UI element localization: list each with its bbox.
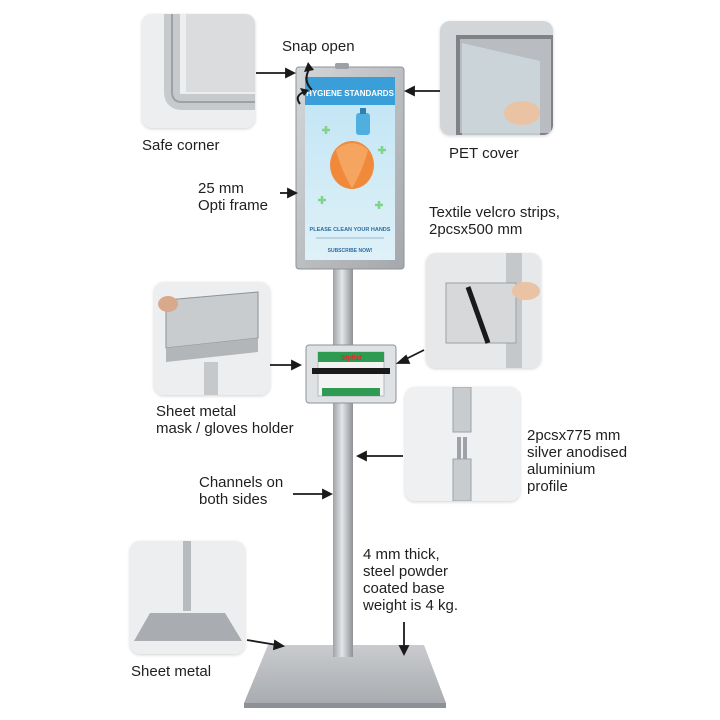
velcro-thumbnail: [426, 253, 541, 368]
safe-corner-label: Safe corner: [142, 137, 220, 154]
poster-title: HYGIENE STANDARDS: [306, 89, 395, 98]
sheet-holder-label: Sheet metal mask / gloves holder: [156, 403, 294, 437]
holder-brand: Stylist: [340, 355, 362, 362]
stand-base: [244, 645, 446, 703]
sheet-metal-label: Sheet metal: [131, 663, 212, 680]
poster-footer: SUBSCRIBE NOW!: [328, 248, 373, 254]
profile-thumbnail: [405, 387, 520, 501]
base-thumbnail: [130, 541, 245, 654]
callout-arrows: [246, 67, 440, 657]
channels-label: Channels on both sides: [199, 474, 284, 508]
safe-corner-thumbnail: [142, 14, 255, 128]
stand-pole: [333, 262, 353, 657]
profile-label: 2pcsx775 mm silver anodised aluminium pr…: [527, 427, 628, 495]
pet-cover-label: PET cover: [449, 145, 519, 162]
pet-cover-thumbnail: [440, 21, 553, 135]
velcro-label: Textile velcro strips, 2pcsx500 mm: [429, 204, 560, 238]
sheet-holder-thumbnail: [154, 282, 270, 395]
base-label: 4 mm thick, steel powder coated base wei…: [363, 546, 459, 614]
poster-message: PLEASE CLEAN YOUR HANDS: [310, 227, 391, 233]
opti-frame-label: 25 mm Opti frame: [198, 180, 269, 214]
snap-open-label: Snap open: [282, 38, 355, 55]
